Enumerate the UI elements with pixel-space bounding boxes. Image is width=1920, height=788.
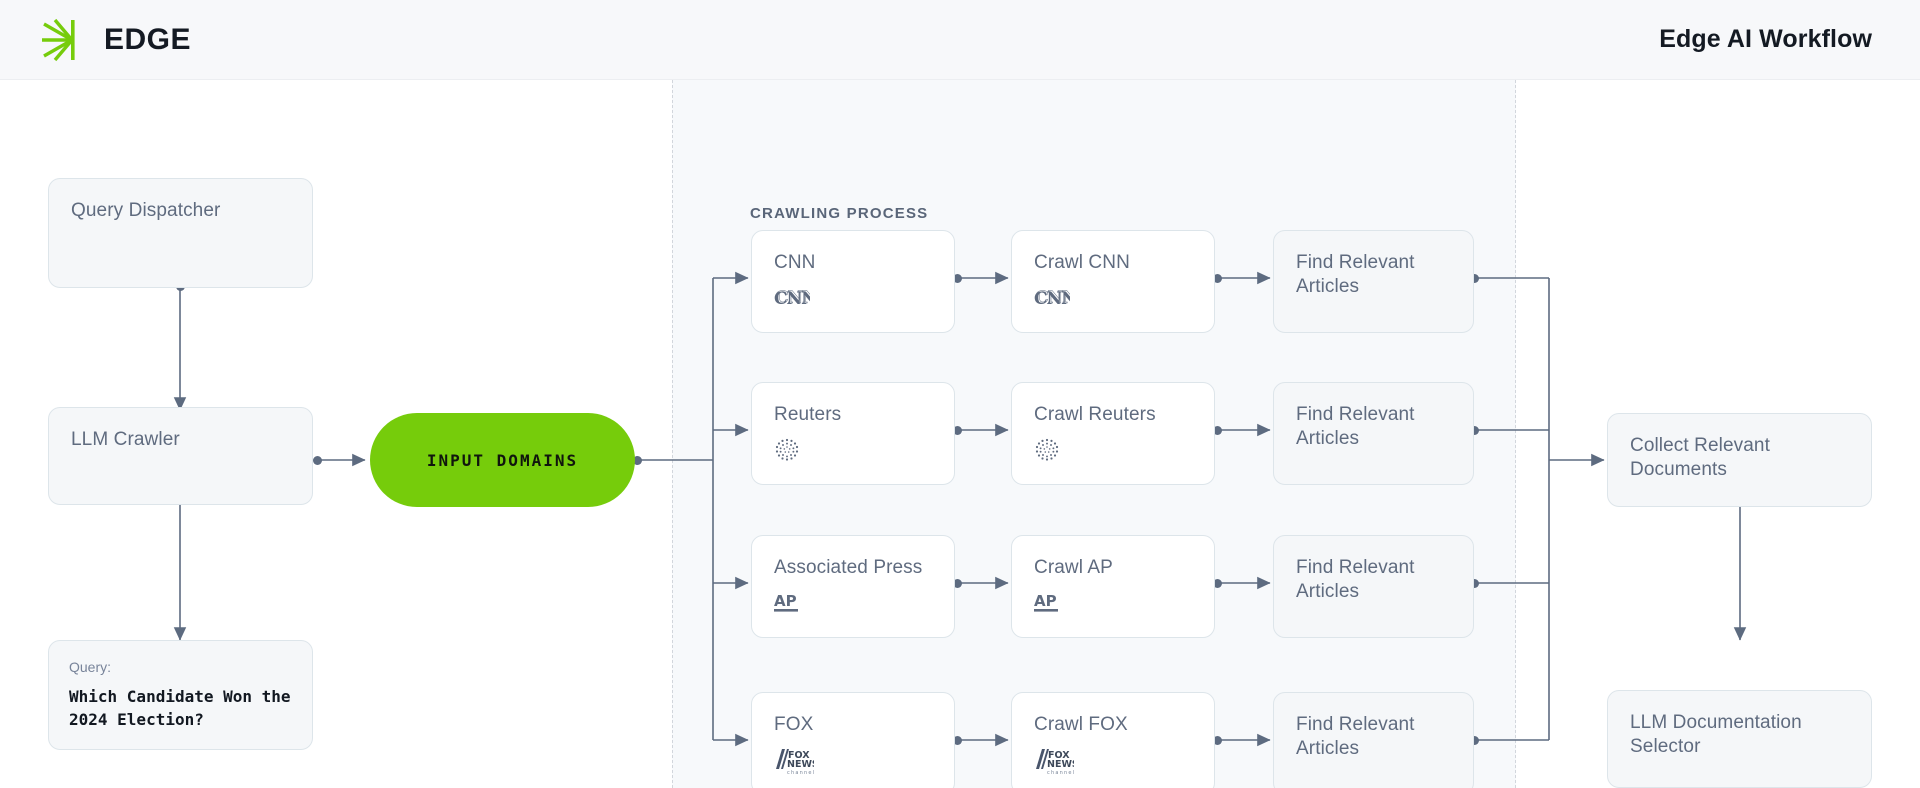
cnn-logo-icon: CNN CNN [1034,285,1192,312]
edge-dot [953,426,962,435]
node-title: FOX [774,714,814,735]
cnn-logo-icon: CNN CNN [774,285,932,312]
node-title: Crawl AP [1034,557,1113,578]
node-title: LLM Crawler [71,429,180,450]
node-find-articles-reuters[interactable]: Find Relevant Articles [1273,382,1474,485]
svg-text:AP: AP [1034,592,1057,610]
crawling-process-label: CRAWLING PROCESS [750,205,929,222]
input-domains-node[interactable]: INPUT DOMAINS [370,413,635,507]
node-crawl-ap[interactable]: Crawl AP AP [1011,535,1215,638]
ap-logo-icon: AP [1034,590,1192,617]
edge-dot [953,274,962,283]
reuters-logo-icon [774,437,932,464]
node-title: Reuters [774,404,842,425]
node-source-associated-press[interactable]: Associated Press AP [751,535,955,638]
input-domains-label: INPUT DOMAINS [426,450,579,470]
node-title: Find Relevant Articles [1296,252,1415,297]
query-label: Query: [69,659,112,675]
node-source-reuters[interactable]: Reuters [751,382,955,485]
ap-logo-icon: AP [774,590,932,617]
edge-dot [633,456,642,465]
svg-text:FOX: FOX [1048,750,1070,761]
page-title: Edge AI Workflow [1659,25,1872,53]
reuters-logo-icon [1034,437,1192,464]
fox-news-logo-icon: FOX NEWS channel [774,747,932,775]
brand-name: EDGE [104,22,192,56]
node-title: Find Relevant Articles [1296,557,1415,602]
edge-rays-logo-icon [42,18,75,61]
edge-dot [1470,274,1479,283]
node-title: Crawl FOX [1034,714,1128,735]
svg-text:NEWS: NEWS [787,759,814,770]
node-title: Collect Relevant Documents [1630,435,1770,480]
svg-text:AP: AP [774,592,797,610]
node-find-articles-fox[interactable]: Find Relevant Articles [1273,692,1474,788]
edge-dot [1213,426,1222,435]
edge-dot [1470,579,1479,588]
svg-text:channel: channel [787,770,814,775]
svg-text:NEWS: NEWS [1047,759,1074,770]
workflow-canvas: CRAWLING PROCESS [0,80,1920,788]
fox-news-logo-icon: FOX NEWS channel [1034,747,1192,775]
node-source-fox[interactable]: FOX FOX NEWS channel [751,692,955,788]
edge-dot [1213,274,1222,283]
query-text: Which Candidate Won the 2024 Election? [69,687,291,730]
svg-text:CNN: CNN [774,289,810,308]
node-title: Associated Press [774,557,923,578]
node-source-cnn[interactable]: CNN CNN CNN [751,230,955,333]
edge-dot [1213,736,1222,745]
node-crawl-fox[interactable]: Crawl FOX FOX NEWS channel [1011,692,1215,788]
node-title: CNN [774,252,816,273]
node-title: LLM Documentation Selector [1630,712,1802,757]
node-title: Crawl Reuters [1034,404,1156,425]
node-title: Find Relevant Articles [1296,404,1415,449]
node-title: Find Relevant Articles [1296,714,1415,759]
node-title: Crawl CNN [1034,252,1130,273]
edge-dot [953,736,962,745]
node-title: Query Dispatcher [71,200,221,221]
edge-dot [1470,426,1479,435]
node-query-box[interactable]: Query: Which Candidate Won the 2024 Elec… [48,640,313,750]
edge-dot [1213,579,1222,588]
node-llm-documentation-selector[interactable]: LLM Documentation Selector [1607,690,1872,788]
node-collect-relevant-documents[interactable]: Collect Relevant Documents [1607,413,1872,507]
brand[interactable]: EDGE [40,17,191,63]
band-divider-right [1515,80,1516,788]
svg-text:FOX: FOX [788,750,810,761]
node-crawl-cnn[interactable]: Crawl CNN CNN CNN [1011,230,1215,333]
svg-text:CNN: CNN [775,288,810,308]
connector-layer [173,271,1747,747]
band-divider-left [672,80,673,788]
node-query-dispatcher[interactable]: Query Dispatcher [48,178,313,288]
edge-dot [953,579,962,588]
node-find-articles-cnn[interactable]: Find Relevant Articles [1273,230,1474,333]
node-crawl-reuters[interactable]: Crawl Reuters [1011,382,1215,485]
svg-text:CNN: CNN [1034,289,1070,308]
edge-dot [313,456,322,465]
edge-dot [1470,736,1479,745]
node-find-articles-ap[interactable]: Find Relevant Articles [1273,535,1474,638]
node-llm-crawler[interactable]: LLM Crawler [48,407,313,505]
svg-text:CNN: CNN [1035,288,1070,308]
app-header: EDGE Edge AI Workflow [0,0,1920,80]
svg-text:channel: channel [1047,770,1074,775]
